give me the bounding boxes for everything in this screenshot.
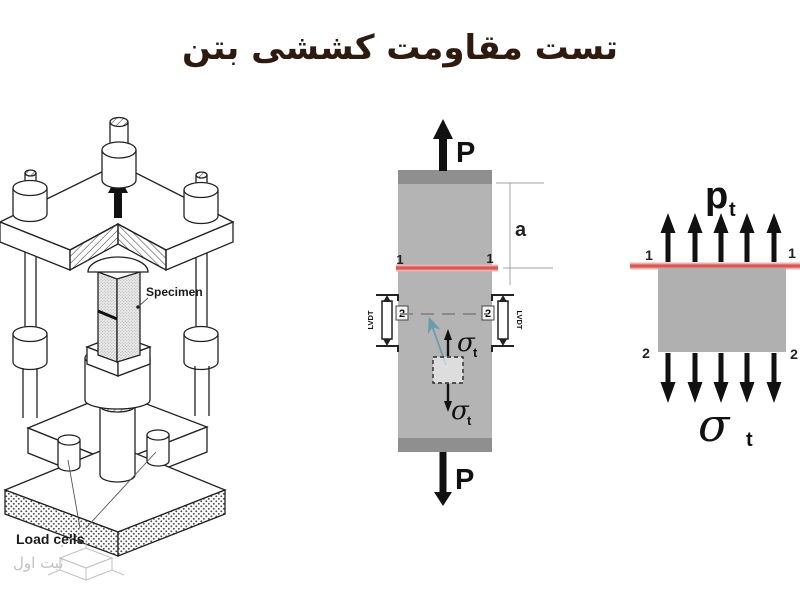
pressure-label: p xyxy=(705,175,728,217)
bottom-cylinder xyxy=(99,399,136,483)
stress-element-box xyxy=(432,356,464,384)
section1-right: 1 xyxy=(788,245,796,261)
dome-cap xyxy=(87,256,149,273)
sigma-top: σ xyxy=(457,328,476,358)
specimen-column xyxy=(87,256,149,363)
watermark-cube-icon xyxy=(47,537,125,581)
watermark: ثبت اول xyxy=(13,537,125,581)
figure-specimen-diagram: P a 1 1 2 LVDT 2 LVDT xyxy=(366,119,553,506)
sigma-arrow-down xyxy=(444,384,452,412)
lvdt-right-label: LVDT xyxy=(515,310,524,329)
crack-depth-label: a xyxy=(515,219,527,241)
load-cells-label: Load cells xyxy=(16,531,85,547)
apparatus-drawing xyxy=(0,116,235,557)
corner-cylinders-bottom xyxy=(12,325,219,418)
loading-shaft xyxy=(101,116,137,189)
section2-left: 2 xyxy=(642,345,650,361)
leader-lines xyxy=(67,297,157,529)
sigma-bottom: σ xyxy=(451,396,470,426)
section1-right: 1 xyxy=(486,251,493,266)
sigma-bottom-sub: t xyxy=(467,413,472,428)
section2-right: 2 xyxy=(790,346,798,362)
specimen-body xyxy=(398,170,492,452)
load-label-top: P xyxy=(456,137,475,169)
bottom-cap xyxy=(398,438,492,452)
load-cell-feet xyxy=(57,429,170,472)
load-arrow-top xyxy=(433,119,453,171)
crack-line xyxy=(97,309,118,321)
lvdt-left-label: LVDT xyxy=(366,310,375,329)
base-plate xyxy=(3,444,227,557)
figure-stress-diagram: p t 1 1 2 2 σ t xyxy=(630,175,800,452)
tension-arrows-up xyxy=(660,213,782,262)
specimen-label: Specimen xyxy=(146,285,203,299)
sigma-top-sub: t xyxy=(473,345,478,360)
top-cap xyxy=(398,170,492,184)
dimension-lines xyxy=(496,182,553,285)
pressure-sub: t xyxy=(729,199,736,221)
page-title: تست مقاومت کششی بتن xyxy=(182,28,619,68)
specimen-leader-dot xyxy=(136,305,140,309)
stress-block xyxy=(658,268,786,352)
sigma-arrow-up xyxy=(444,329,452,356)
lvdt-left: 2 LVDT xyxy=(366,294,409,352)
sigma-sub: t xyxy=(746,429,753,451)
sigma-label: σ xyxy=(698,398,731,452)
section1-left: 1 xyxy=(645,247,653,263)
tension-arrows-down xyxy=(660,353,782,403)
section1-left: 1 xyxy=(396,252,403,267)
watermark-text: ثبت اول xyxy=(13,554,64,572)
figure-apparatus: Specimen Load cells xyxy=(0,116,235,557)
load-arrow-bottom xyxy=(434,452,452,506)
load-label-bottom: P xyxy=(455,464,474,496)
corner-cylinders-top xyxy=(12,169,219,225)
